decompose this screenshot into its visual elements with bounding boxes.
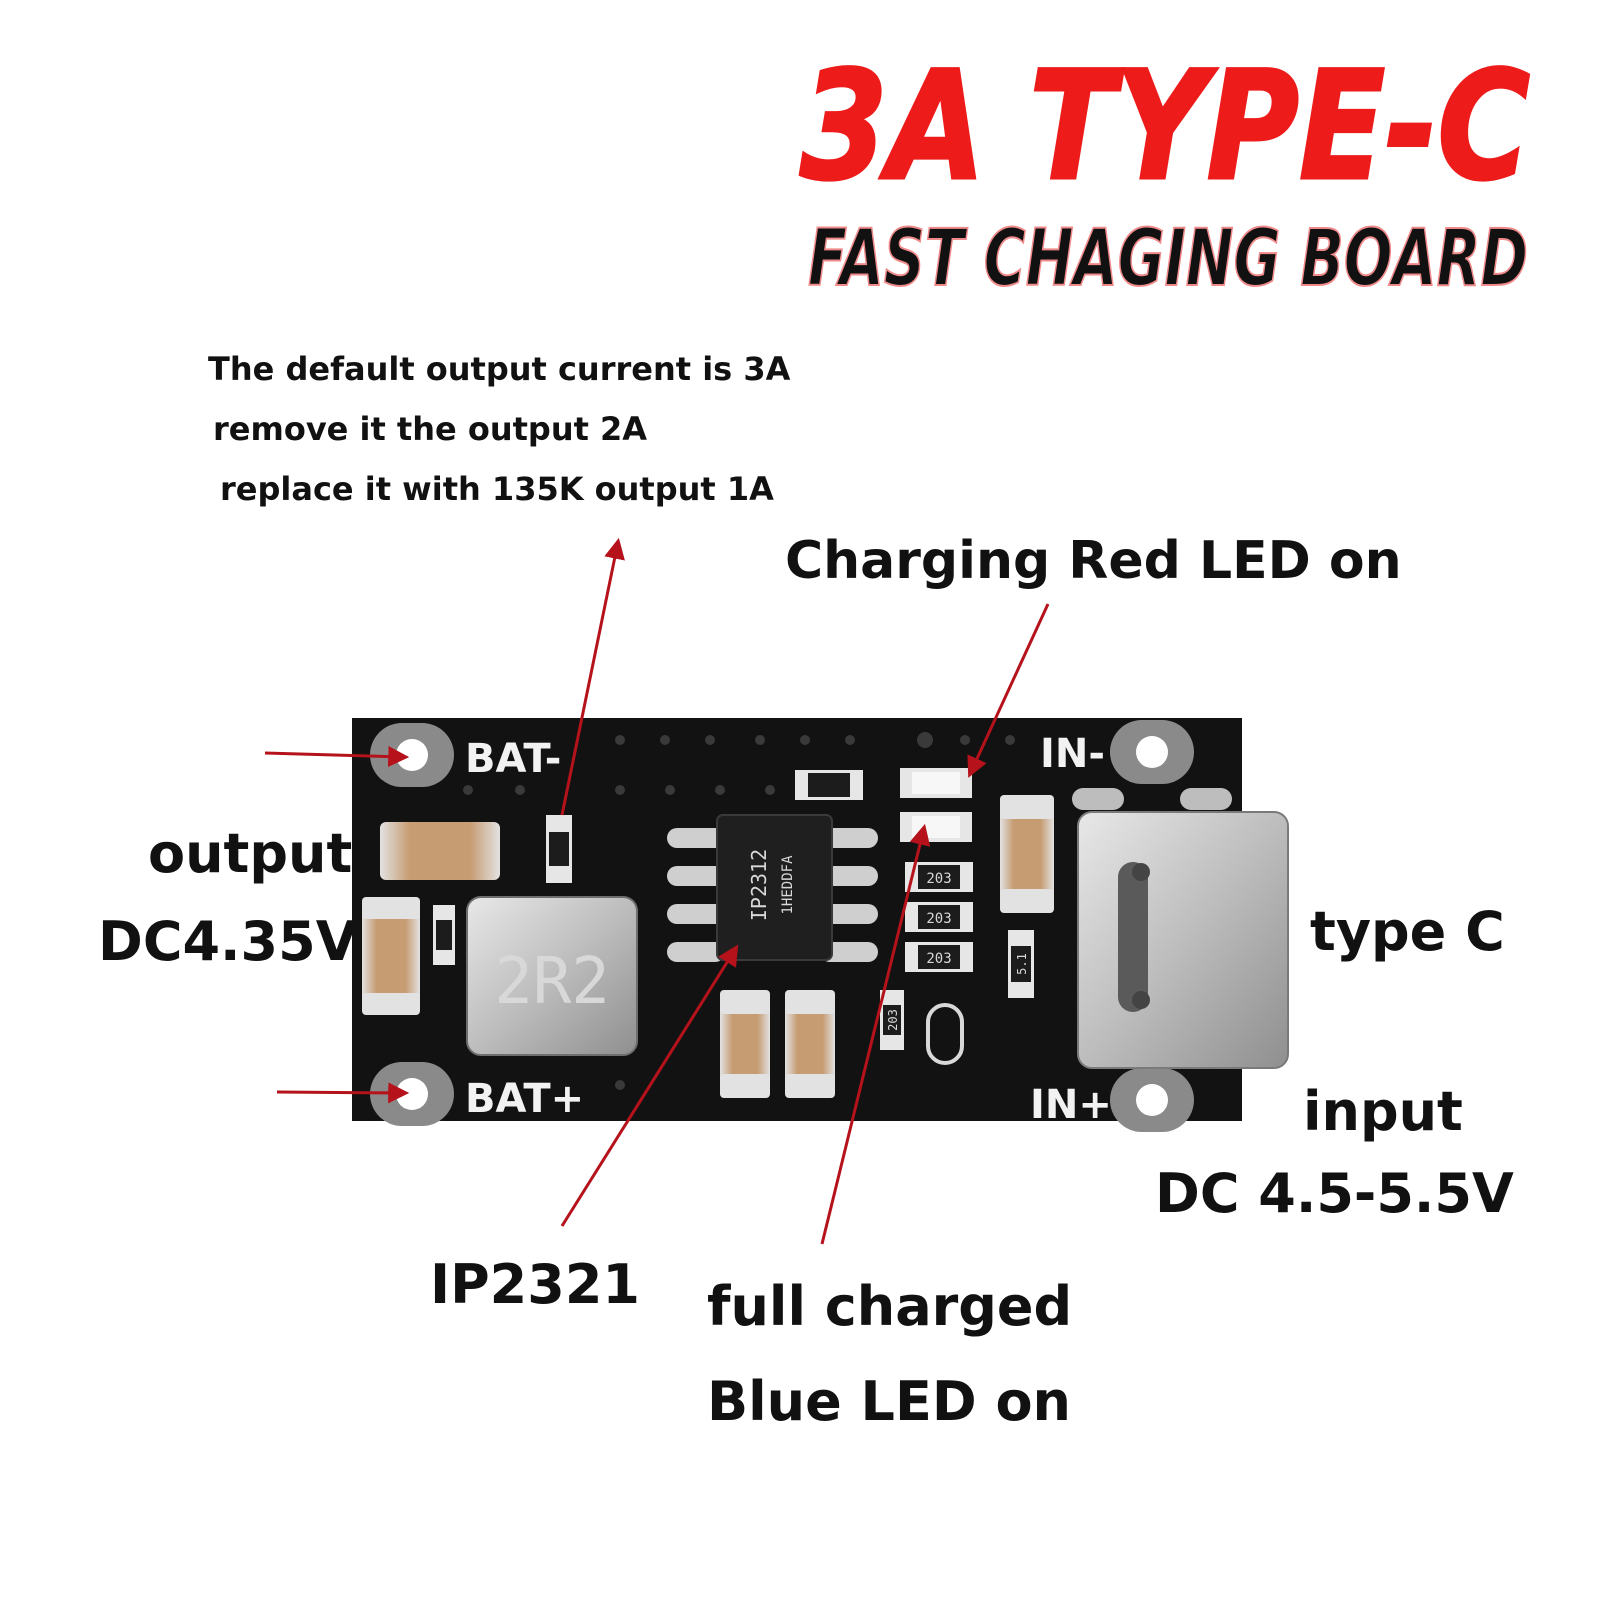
arrow-resistor-note	[560, 537, 625, 816]
oval-pad	[926, 1003, 964, 1065]
pad-in-minus	[1110, 720, 1194, 784]
annotation-arrows	[264, 537, 1050, 1245]
ic-marking-line-1: IP2312	[747, 849, 771, 921]
input-voltage-label: DC 4.5-5.5V	[1155, 1162, 1514, 1225]
resistor-note-line-3: replace it with 135K output 1A	[220, 470, 774, 508]
silk-in-plus: IN+	[1030, 1082, 1112, 1128]
arrow-charging-red-led	[967, 603, 1050, 778]
full-charged-label-line-2: Blue LED on	[707, 1370, 1071, 1433]
capacitor-bottom-left	[720, 990, 770, 1098]
full-charged-blue-led	[900, 812, 972, 842]
silk-bat-plus: BAT+	[465, 1076, 584, 1122]
resistor-small-left	[433, 905, 455, 965]
resistor-note-line-1: The default output current is 3A	[208, 350, 791, 388]
resistor-small-right: 5.1	[1008, 930, 1034, 998]
vias	[463, 732, 1015, 1090]
arrow-output-bat-minus	[264, 746, 410, 768]
resistor-marking: 203	[926, 911, 951, 927]
ic-chip: IP2312 1HEDDFA	[667, 814, 878, 962]
usb-type-c-connector	[1072, 788, 1289, 1069]
resistor-small-bottom: 203	[880, 990, 904, 1050]
capacitor-bottom-right	[785, 990, 835, 1098]
input-label: input	[1303, 1080, 1463, 1143]
silk-in-minus: IN-	[1040, 731, 1105, 777]
output-label: output	[148, 822, 352, 885]
resistor-marking: 203	[926, 871, 951, 887]
arrow-full-charged-blue-led	[820, 823, 931, 1245]
ic-pins-right	[820, 828, 878, 962]
arrow-output-bat-plus	[276, 1082, 410, 1104]
output-voltage-label: DC4.35V	[98, 910, 358, 973]
resistor-top-center	[795, 770, 863, 800]
capacitor-right	[1000, 795, 1054, 913]
resistor-marking: 203	[886, 1009, 900, 1031]
resistor-note-line-2: remove it the output 2A	[213, 410, 647, 448]
type-c-label: type C	[1310, 900, 1505, 963]
pcb-board: BAT- BAT+ IN- IN+	[352, 718, 1289, 1132]
resistor-marking: 5.1	[1015, 953, 1029, 975]
title-sub: FAST CHAGING BOARD	[808, 214, 1528, 304]
inductor-marking: 2R2	[494, 945, 610, 1019]
resistor-203-c: 203	[905, 942, 973, 972]
ic-marking-line-2: 1HEDDFA	[780, 855, 796, 915]
capacitor-left-vertical	[362, 897, 420, 1015]
full-charged-label-line-1: full charged	[707, 1275, 1072, 1338]
chip-label: IP2321	[430, 1253, 640, 1316]
ic-pins-left	[667, 828, 725, 962]
pad-in-plus	[1110, 1068, 1194, 1132]
charging-led-label: Charging Red LED on	[785, 531, 1402, 591]
resistor-marking: 203	[926, 951, 951, 967]
resistor-203-a: 203	[905, 862, 973, 892]
arrow-chip	[560, 944, 739, 1227]
current-set-resistor	[546, 815, 572, 883]
inductor: 2R2	[466, 896, 638, 1056]
resistor-203-b: 203	[905, 902, 973, 932]
title-main: 3A TYPE-C	[800, 40, 1530, 214]
resistor-column: 203 203 203	[905, 862, 973, 972]
capacitor-left-top	[380, 822, 500, 880]
silk-bat-minus: BAT-	[465, 736, 561, 782]
charging-red-led	[900, 768, 972, 798]
